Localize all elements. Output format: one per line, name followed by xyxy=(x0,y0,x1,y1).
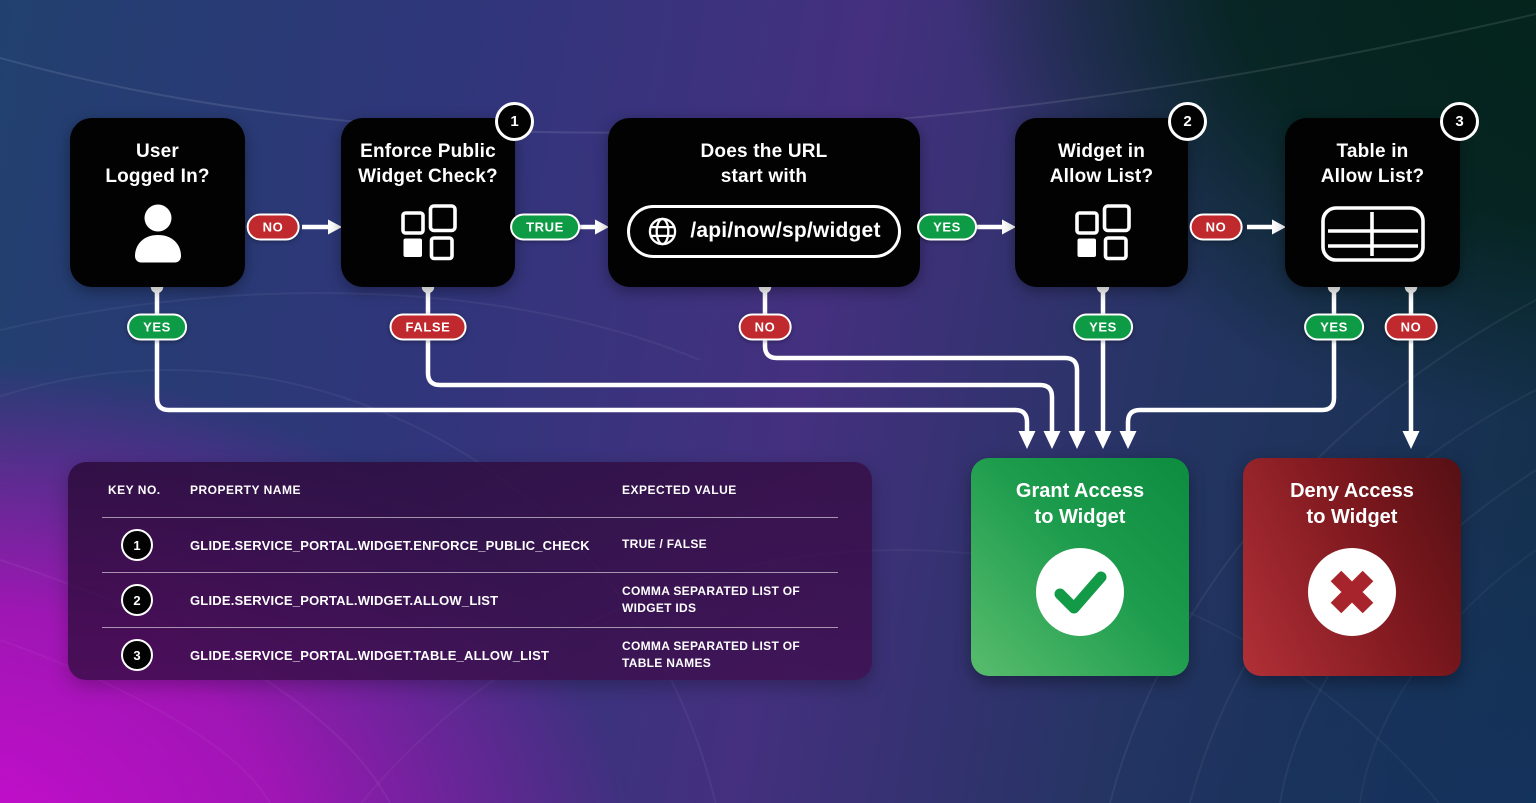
node-title: Widget in Allow List? xyxy=(1049,141,1154,188)
node-enforce-public-widget-check: 1 Enforce Public Widget Check? xyxy=(341,102,534,287)
pill-yes-down-user: YES xyxy=(127,313,187,341)
pill-no-between-1-2: NO xyxy=(246,213,300,241)
col-header-key-no: KEY NO. xyxy=(108,482,161,497)
node-widget-in-allow-list: 2 Widget in Allow List? xyxy=(1015,102,1207,287)
table-row: 2 GLIDE.SERVICE_PORTAL.WIDGET.ALLOW_LIST… xyxy=(102,572,838,627)
key-badge-1: 1 xyxy=(495,102,534,141)
node-title: Does the URL start with xyxy=(700,141,828,188)
node-title: User Logged In? xyxy=(105,141,210,188)
property-name: GLIDE.SERVICE_PORTAL.WIDGET.TABLE_ALLOW_… xyxy=(190,647,550,663)
key-badge: 2 xyxy=(121,584,153,616)
pill-no-down-url: NO xyxy=(738,313,792,341)
node-title: Table in Allow List? xyxy=(1320,141,1425,188)
user-icon xyxy=(134,204,181,263)
property-table: KEY NO. PROPERTY NAME EXPECTED VALUE 1 G… xyxy=(68,462,872,680)
node-url-start-with: Does the URL start with /api/now/sp/widg… xyxy=(608,118,920,287)
widget-icon xyxy=(1074,203,1131,260)
pill-yes-between-3-4: YES xyxy=(917,213,977,241)
table-header-row: KEY NO. PROPERTY NAME EXPECTED VALUE xyxy=(102,462,838,517)
pill-false-down-check: FALSE xyxy=(389,313,467,341)
url-text: /api/now/sp/widget xyxy=(690,219,881,243)
col-header-property-name: PROPERTY NAME xyxy=(190,482,301,497)
property-name: GLIDE.SERVICE_PORTAL.WIDGET.ENFORCE_PUBL… xyxy=(190,537,590,553)
expected-value: TRUE / FALSE xyxy=(622,537,707,552)
col-header-expected-value: EXPECTED VALUE xyxy=(622,482,737,497)
pill-yes-down-table: YES xyxy=(1304,313,1364,341)
key-badge: 3 xyxy=(121,639,153,671)
deny-access-title: Deny Access to Widget xyxy=(1290,480,1414,528)
table-row: 1 GLIDE.SERVICE_PORTAL.WIDGET.ENFORCE_PU… xyxy=(102,517,838,572)
pill-true-between-2-3: TRUE xyxy=(510,213,580,241)
node-user-logged-in: User Logged In? xyxy=(70,118,245,287)
globe-icon xyxy=(649,217,677,245)
pill-yes-down-widget: YES xyxy=(1073,313,1133,341)
x-icon xyxy=(1308,548,1396,636)
expected-value: COMMA SEPARATED LIST OF WIDGET IDS xyxy=(622,583,801,615)
pill-no-down-table: NO xyxy=(1384,313,1438,341)
key-badge: 1 xyxy=(121,529,153,561)
node-table-in-allow-list: 3 Table in Allow List? xyxy=(1285,102,1479,287)
key-badge-3: 3 xyxy=(1440,102,1479,141)
check-icon xyxy=(1036,548,1124,636)
url-pill: /api/now/sp/widget xyxy=(627,204,901,258)
grant-access-title: Grant Access to Widget xyxy=(1015,480,1145,528)
deny-access-box: Deny Access to Widget xyxy=(1243,458,1461,676)
pill-no-between-4-5: NO xyxy=(1189,213,1243,241)
node-title: Enforce Public Widget Check? xyxy=(358,141,498,188)
arrowheads xyxy=(328,219,1420,449)
flow-lines xyxy=(154,224,1414,433)
property-name: GLIDE.SERVICE_PORTAL.WIDGET.ALLOW_LIST xyxy=(190,592,499,608)
grant-access-box: Grant Access to Widget xyxy=(971,458,1189,676)
key-badge-2: 2 xyxy=(1168,102,1207,141)
table-row: 3 GLIDE.SERVICE_PORTAL.WIDGET.TABLE_ALLO… xyxy=(102,627,838,682)
expected-value: COMMA SEPARATED LIST OF TABLE NAMES xyxy=(622,638,801,670)
widget-icon xyxy=(401,203,457,260)
table-icon xyxy=(1320,205,1425,262)
